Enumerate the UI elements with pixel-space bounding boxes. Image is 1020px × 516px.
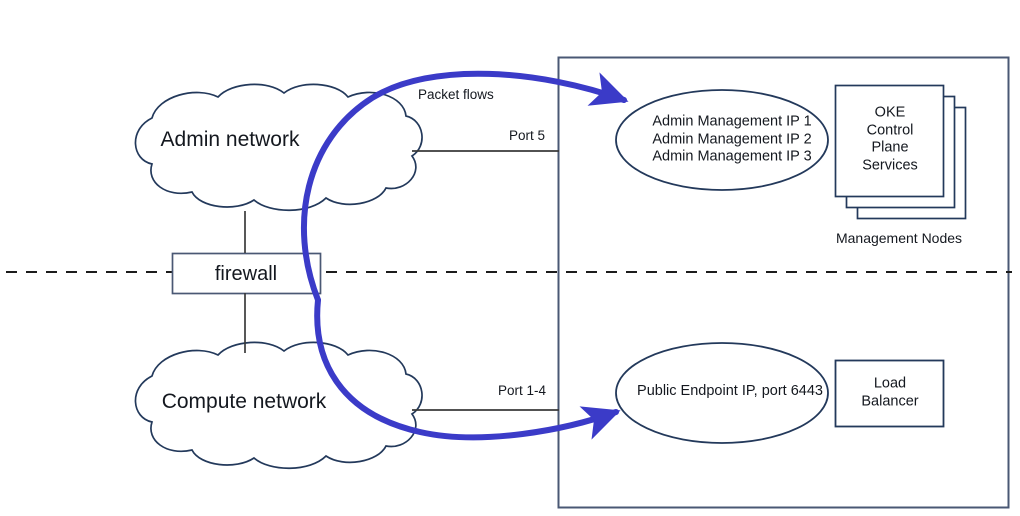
load-balancer-box <box>834 359 945 428</box>
admin-management-ip-3: Admin Management IP 3 <box>652 148 812 165</box>
public-endpoint-label: Public Endpoint IP, port 6443 <box>637 383 823 400</box>
admin-network-label: Admin network <box>160 128 300 152</box>
control-plane-line-4: Services <box>862 157 918 174</box>
management-nodes-label: Management Nodes <box>835 230 963 246</box>
firewall-box <box>171 252 322 295</box>
admin-management-ip-ellipse <box>615 89 829 191</box>
admin-management-ip-list: Admin Management IP 1 Admin Management I… <box>652 113 811 166</box>
control-plane-line-3: Plane <box>871 140 909 156</box>
datacenter-boundary-rect <box>557 56 1010 509</box>
packet-flows-label: Packet flows <box>418 87 494 102</box>
control-plane-line-2: Control <box>866 122 914 139</box>
load-balancer-label: Load Balancer <box>861 375 918 410</box>
port-5-label: Port 5 <box>509 128 546 143</box>
compute-network-cloud-shape <box>134 341 423 470</box>
load-balancer-line-1: Load <box>873 375 907 392</box>
firewall-label: firewall <box>214 262 278 285</box>
packet-flow-arrow-compute <box>314 297 621 441</box>
port-1-4-label: Port 1-4 <box>498 383 547 398</box>
packet-flow-arrow-admin <box>300 70 629 303</box>
public-endpoint-ellipse <box>615 342 829 444</box>
control-plane-services-label: OKE Control Plane Services <box>862 105 918 176</box>
load-balancer-line-2: Balancer <box>861 393 919 409</box>
management-node-box-front <box>834 84 945 198</box>
compute-network-label: Compute network <box>161 390 327 414</box>
control-plane-line-1: OKE <box>874 104 906 121</box>
admin-management-ip-2: Admin Management IP 2 <box>652 131 812 148</box>
admin-management-ip-1: Admin Management IP 1 <box>652 113 812 130</box>
